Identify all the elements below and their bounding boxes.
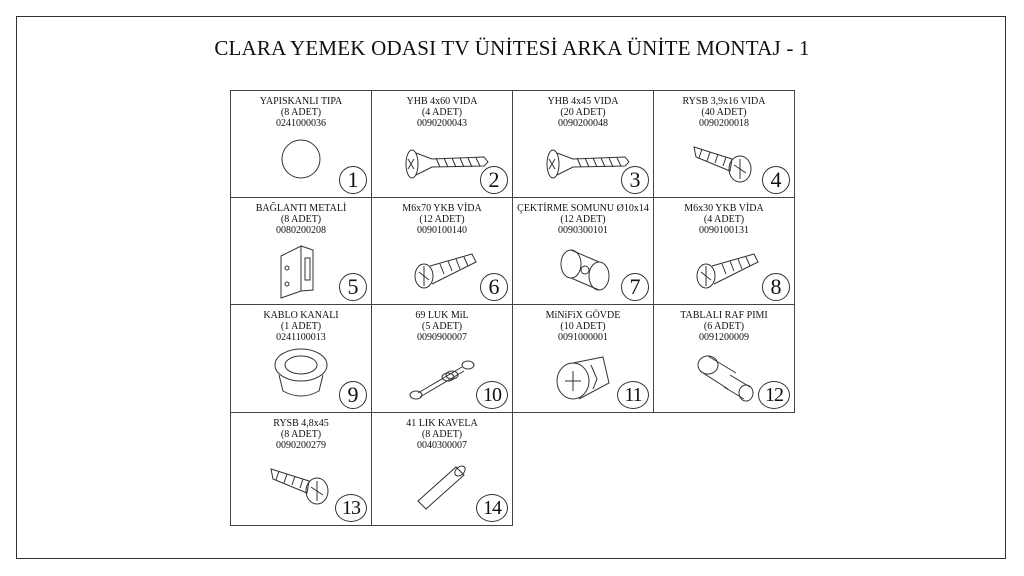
page-title: CLARA YEMEK ODASI TV ÜNİTESİ ARKA ÜNİTE …: [214, 36, 810, 60]
part-name: 69 LUK MiL: [415, 310, 469, 321]
part-code: 0040300007: [417, 440, 467, 451]
part-number: 5: [339, 273, 367, 301]
part-number: 11: [617, 381, 649, 409]
bracket-icon: [280, 245, 314, 299]
part-cell: 69 LUK MiL (5 ADET) 0090900007 10: [371, 304, 513, 413]
part-cell: YAPISKANLI TIPA (8 ADET) 0241000036 1: [230, 90, 372, 198]
part-cell: KABLO KANALI (1 ADET) 0241100013 9: [230, 304, 372, 413]
part-quantity: (6 ADET): [703, 321, 745, 332]
adhesive-cap-icon: [281, 139, 321, 179]
part-number: 8: [762, 273, 790, 301]
part-quantity: (10 ADET): [560, 321, 606, 332]
part-cell: YHB 4x60 VIDA (4 ADET) 0090200043 2: [371, 90, 513, 198]
part-quantity: (12 ADET): [419, 214, 465, 225]
part-code: 0090200018: [699, 118, 749, 129]
minifix-icon: [556, 356, 610, 400]
part-name: M6x70 YKB VİDA: [402, 203, 482, 214]
machine-screw-icon: [414, 253, 477, 289]
round-screw-icon: [693, 146, 752, 183]
part-name: YHB 4x45 VIDA: [547, 96, 619, 107]
part-code: 0090100131: [699, 225, 749, 236]
round-screw-icon: [270, 468, 329, 505]
part-name: YHB 4x60 VIDA: [406, 96, 478, 107]
part-cell: RYSB 3,9x16 VIDA (40 ADET) 0090200018 4: [653, 90, 795, 198]
part-cell: M6x70 YKB VİDA (12 ADET) 0090100140 6: [371, 197, 513, 305]
part-quantity: (5 ADET): [421, 321, 463, 332]
part-name: 41 LIK KAVELA: [406, 418, 478, 429]
part-code: 0091000001: [558, 332, 608, 343]
part-cell: RYSB 4,8x45 (8 ADET) 0090200279 13: [230, 412, 372, 526]
part-name: KABLO KANALI: [263, 310, 339, 321]
part-code: 0241100013: [276, 332, 326, 343]
part-quantity: (40 ADET): [701, 107, 747, 118]
page-frame: [16, 16, 1006, 559]
part-quantity: (8 ADET): [280, 214, 322, 225]
shelf-pin-icon: [697, 355, 754, 402]
part-name: TABLALI RAF PIMI: [680, 310, 768, 321]
part-number: 2: [480, 166, 508, 194]
part-cell: 41 LIK KAVELA (8 ADET) 0040300007 14: [371, 412, 513, 526]
cable-grommet-icon: [274, 348, 328, 397]
part-name: BAĞLANTI METALİ: [255, 203, 347, 214]
part-code: 0090900007: [417, 332, 467, 343]
part-name: MiNiFiX GÖVDE: [545, 310, 621, 321]
part-number: 6: [480, 273, 508, 301]
part-quantity: (12 ADET): [560, 214, 606, 225]
part-number: 10: [476, 381, 508, 409]
part-code: 0090200043: [417, 118, 467, 129]
flat-screw-icon: [546, 149, 630, 179]
part-quantity: (4 ADET): [703, 214, 745, 225]
part-name: YAPISKANLI TIPA: [259, 96, 343, 107]
part-code: 0090200279: [276, 440, 326, 451]
part-name: M6x30 YKB VİDA: [684, 203, 764, 214]
part-cell: MiNiFiX GÖVDE (10 ADET) 0091000001 11: [512, 304, 654, 413]
part-number: 3: [621, 166, 649, 194]
part-number: 1: [339, 166, 367, 194]
part-cell: YHB 4x45 VIDA (20 ADET) 0090200048 3: [512, 90, 654, 198]
part-number: 13: [335, 494, 367, 522]
part-cell: M6x30 YKB VİDA (4 ADET) 0090100131 8: [653, 197, 795, 305]
part-quantity: (8 ADET): [421, 429, 463, 440]
barrel-nut-icon: [560, 249, 610, 291]
part-number: 4: [762, 166, 790, 194]
part-code: 0091200009: [699, 332, 749, 343]
machine-screw-icon: [696, 253, 759, 289]
part-number: 7: [621, 273, 649, 301]
part-quantity: (8 ADET): [280, 429, 322, 440]
part-name: RYSB 3,9x16 VIDA: [682, 96, 766, 107]
part-name: RYSB 4,8x45: [273, 418, 329, 429]
part-code: 0090200048: [558, 118, 608, 129]
part-cell: TABLALI RAF PIMI (6 ADET) 0091200009 12: [653, 304, 795, 413]
part-quantity: (8 ADET): [280, 107, 322, 118]
part-code: 0090100140: [417, 225, 467, 236]
part-number: 12: [758, 381, 790, 409]
part-code: 0241000036: [276, 118, 326, 129]
part-cell: BAĞLANTI METALİ (8 ADET) 0080200208 5: [230, 197, 372, 305]
part-quantity: (1 ADET): [280, 321, 322, 332]
part-code: 0090300101: [558, 225, 608, 236]
flat-screw-icon: [405, 149, 489, 179]
part-number: 9: [339, 381, 367, 409]
dowel-icon: [417, 465, 466, 510]
part-cell: ÇEKTİRME SOMUNU Ø10x14 (12 ADET) 0090300…: [512, 197, 654, 305]
shaft-icon: [409, 360, 475, 400]
part-quantity: (20 ADET): [560, 107, 606, 118]
part-code: 0080200208: [276, 225, 326, 236]
part-name: ÇEKTİRME SOMUNU Ø10x14: [517, 203, 649, 214]
part-quantity: (4 ADET): [421, 107, 463, 118]
part-number: 14: [476, 494, 508, 522]
